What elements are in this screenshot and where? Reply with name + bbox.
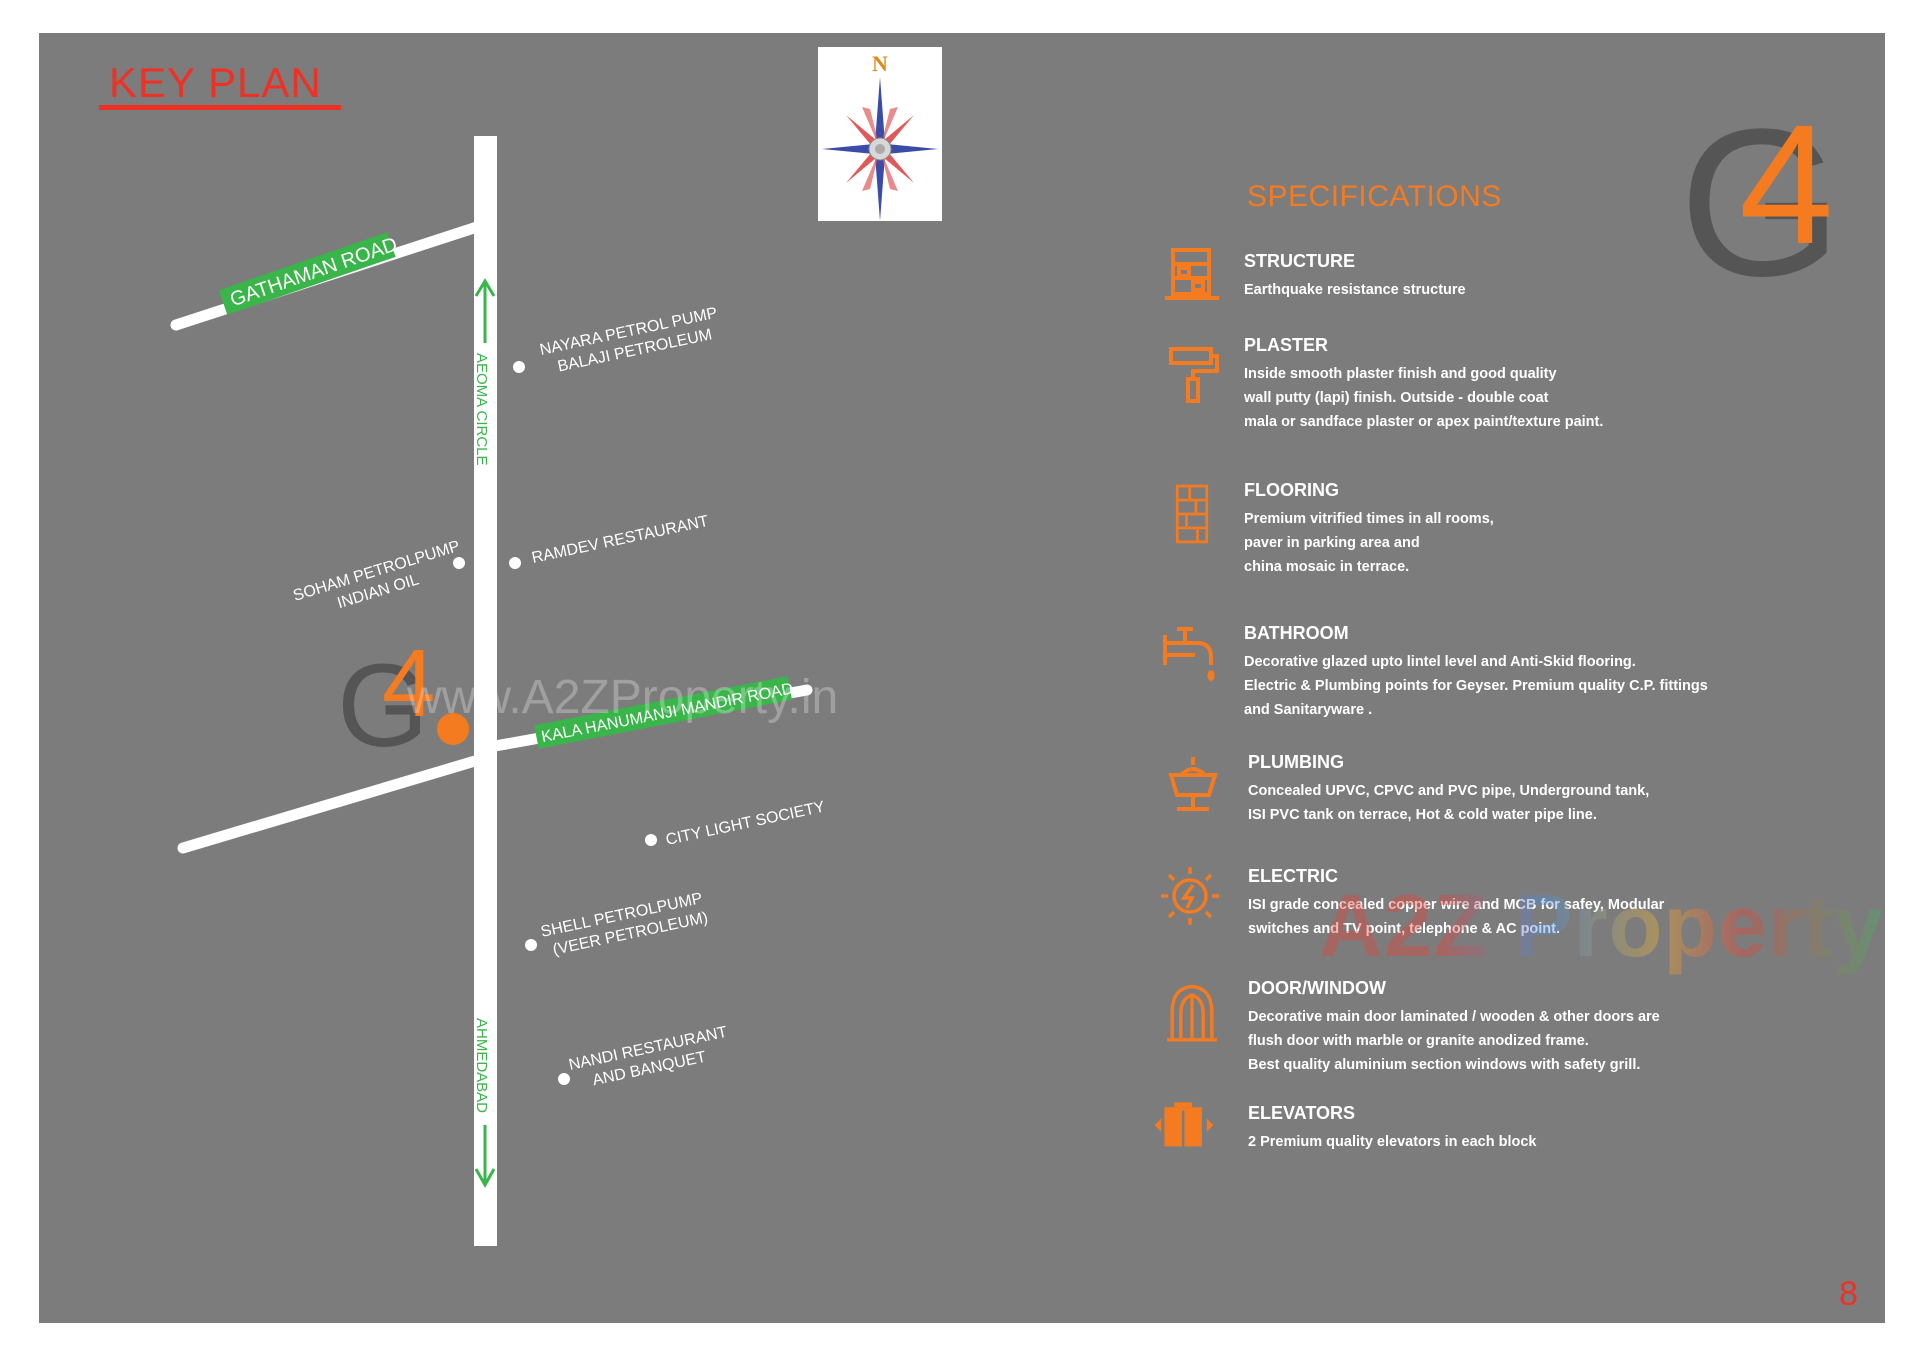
svg-text:AEOMA CIRCLE: AEOMA CIRCLE	[473, 353, 490, 466]
page-number: 8	[1839, 1275, 1858, 1313]
watermark-logo: A2Z Property	[1319, 876, 1884, 975]
elevator-icon	[1154, 1102, 1214, 1147]
electric-bolt-icon	[1161, 867, 1219, 925]
brochure-page: GATHAMAN ROAD KALA HANUMANJI MANDIR ROAD…	[39, 33, 1885, 1323]
landmark-dot-shell	[525, 939, 537, 951]
g4-logo: G 4	[1679, 85, 1842, 283]
landmark-dot-nayara	[513, 361, 525, 373]
plaster-roller-icon	[1169, 347, 1219, 403]
structure-icon	[1165, 248, 1219, 300]
main-road	[474, 136, 497, 1246]
svg-text:4: 4	[382, 630, 435, 737]
landmark-nayara: NAYARA PETROL PUMP BALAJI PETROLEUM	[538, 305, 719, 376]
svg-text:RAMDEV RESTAURANT: RAMDEV RESTAURANT	[530, 513, 710, 567]
north-label: N	[872, 51, 888, 76]
faucet-icon	[1163, 627, 1215, 682]
spec-plumbing: PLUMBING Concealed UPVC, CPVC and PVC pi…	[1248, 752, 1768, 827]
svg-text:G: G	[337, 640, 429, 772]
cross-road-left	[177, 755, 481, 854]
landmark-ramdev: RAMDEV RESTAURANT	[530, 513, 710, 567]
spec-flooring: FLOORING Premium vitrified times in all …	[1244, 480, 1764, 579]
spec-plaster: PLASTER Inside smooth plaster finish and…	[1244, 335, 1764, 434]
gathaman-road-label: GATHAMAN ROAD	[218, 232, 400, 315]
spec-elevators-title: ELEVATORS	[1248, 1103, 1356, 1123]
watermark-url: www.A2ZProperty.in	[406, 671, 838, 724]
spec-structure: STRUCTURE Earthquake resistance structur…	[1244, 251, 1764, 302]
key-plan-title: KEY PLAN	[109, 59, 322, 106]
spec-electric: ELECTRIC ISI grade concealed copper wire…	[1248, 866, 1768, 941]
spec-door-window-title: DOOR/WINDOW	[1248, 978, 1386, 998]
landmark-dot-ramdev	[509, 557, 521, 569]
key-plan-map: GATHAMAN ROAD KALA HANUMANJI MANDIR ROAD…	[170, 136, 838, 1246]
tank-icon	[1168, 757, 1218, 811]
svg-text:G: G	[1679, 85, 1842, 283]
landmark-shell: SHELL PETROLPUMP (VEER PETROLEUM)	[539, 890, 709, 959]
svg-text:4: 4	[1739, 90, 1834, 280]
spec-bathroom: BATHROOM Decorative glazed upto lintel l…	[1244, 623, 1804, 722]
spec-plumbing-title: PLUMBING	[1248, 752, 1344, 772]
landmark-dot-soham	[453, 557, 465, 569]
landmark-nandi: NANDI RESTAURANT AND BANQUET	[567, 1024, 729, 1090]
landmark-soham: SOHAM PETROLPUMP INDIAN OIL	[291, 538, 462, 612]
spec-bathroom-title: BATHROOM	[1244, 623, 1349, 643]
spec-plaster-title: PLASTER	[1244, 335, 1329, 355]
landmark-dot-nandi	[558, 1073, 570, 1085]
spec-door-window: DOOR/WINDOW Decorative main door laminat…	[1248, 978, 1768, 1077]
door-window-icon	[1167, 984, 1217, 1042]
landmark-dot-citylight	[645, 834, 657, 846]
spec-electric-title: ELECTRIC	[1248, 866, 1338, 886]
specifications-title: SPECIFICATIONS	[1247, 180, 1502, 213]
spec-flooring-title: FLOORING	[1244, 480, 1339, 500]
ahmedabad-label: AHMEDABAD	[473, 1018, 496, 1189]
compass-icon	[822, 77, 938, 221]
flooring-tiles-icon	[1175, 484, 1209, 544]
title-underline	[99, 105, 341, 110]
compass-rose: N	[818, 47, 942, 221]
landmark-citylight: CITY LIGHT SOCIETY	[664, 799, 826, 849]
svg-text:CITY LIGHT SOCIETY: CITY LIGHT SOCIETY	[664, 799, 826, 849]
site-marker: G 4	[337, 630, 469, 772]
svg-text:AHMEDABAD: AHMEDABAD	[473, 1018, 490, 1113]
spec-elevators: ELEVATORS 2 Premium quality elevators in…	[1248, 1103, 1768, 1154]
aeoma-circle-label: AEOMA CIRCLE	[473, 278, 496, 466]
svg-text:GATHAMAN ROAD: GATHAMAN ROAD	[227, 233, 400, 311]
spec-structure-title: STRUCTURE	[1244, 251, 1355, 271]
site-dot	[437, 713, 469, 745]
